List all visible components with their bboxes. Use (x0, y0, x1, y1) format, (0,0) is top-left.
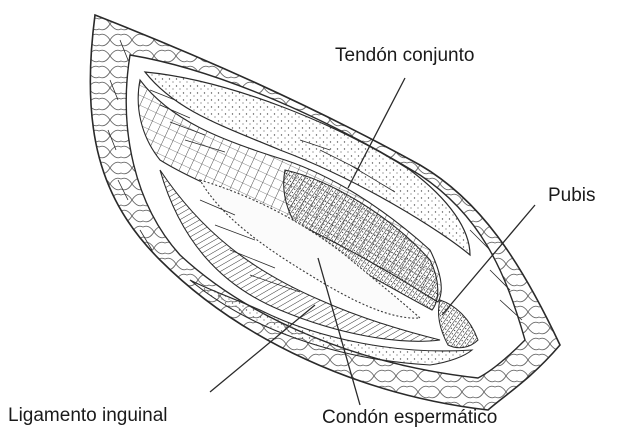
label-pubis: Pubis (548, 186, 596, 205)
label-condon-espermatico: Condón espermático (322, 408, 497, 427)
label-tendon-conjunto: Tendón conjunto (335, 46, 474, 65)
label-ligamento-inguinal: Ligamento inguinal (8, 406, 168, 425)
